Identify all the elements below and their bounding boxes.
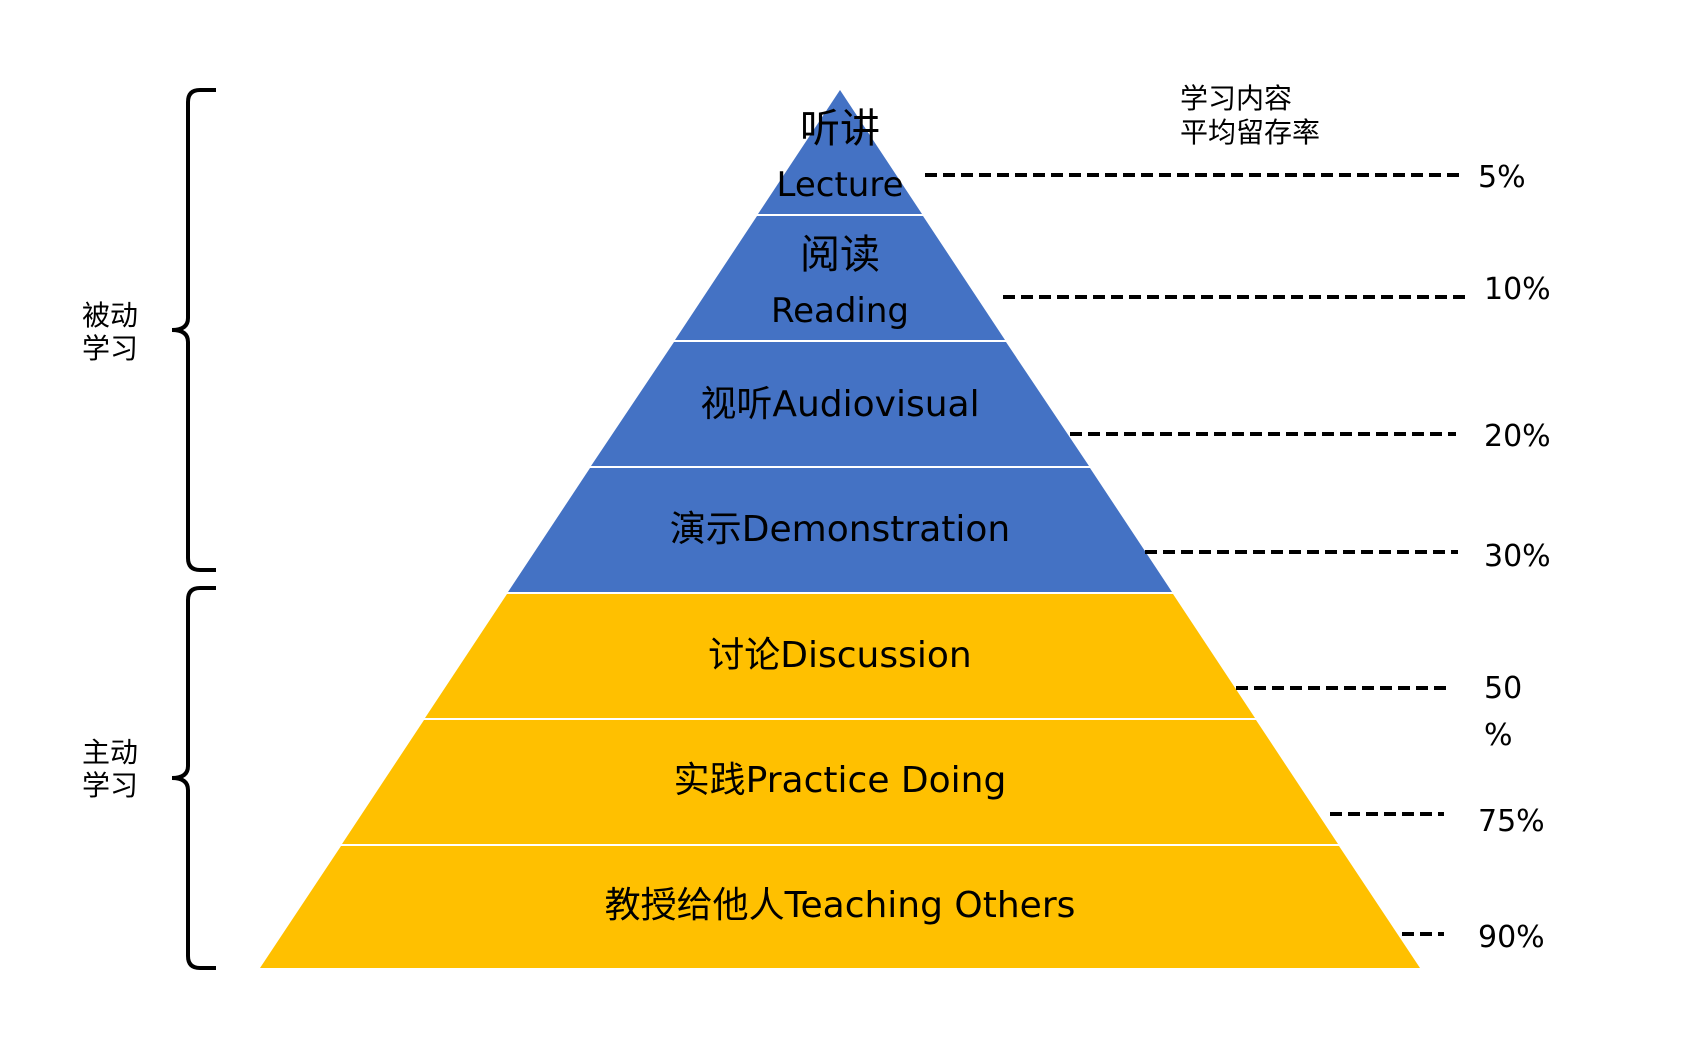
group-active-line1: 主动 bbox=[82, 736, 138, 769]
layer-reading-en: Reading bbox=[771, 291, 909, 331]
layer-reading-zh: 阅读 bbox=[800, 232, 880, 278]
rate-demonstration: 30% bbox=[1484, 539, 1551, 574]
layer-demonstration-label: 演示Demonstration bbox=[670, 509, 1010, 550]
brace-passive bbox=[171, 88, 216, 572]
layer-audiovisual-label: 视听Audiovisual bbox=[700, 384, 979, 425]
rate-lecture: 5% bbox=[1478, 160, 1526, 195]
group-passive-line1: 被动 bbox=[82, 299, 138, 332]
rate-discussion-value: 50 bbox=[1484, 671, 1522, 706]
rate-audiovisual: 20% bbox=[1484, 419, 1551, 454]
header-title-line2: 平均留存率 bbox=[1180, 116, 1320, 149]
header-title-line1: 学习内容 bbox=[1180, 82, 1292, 115]
layer-lecture-en: Lecture bbox=[777, 165, 904, 205]
rate-discussion-percent: % bbox=[1484, 718, 1513, 753]
layer-audiovisual bbox=[591, 342, 1089, 466]
rate-teaching: 90% bbox=[1478, 920, 1545, 955]
rate-practice: 75% bbox=[1478, 804, 1545, 839]
layer-practice-label: 实践Practice Doing bbox=[674, 760, 1007, 801]
layer-practice bbox=[342, 720, 1338, 844]
layer-discussion bbox=[425, 594, 1255, 718]
group-active-line2: 学习 bbox=[82, 769, 138, 802]
layer-discussion-label: 讨论Discussion bbox=[708, 635, 971, 676]
group-passive-line2: 学习 bbox=[82, 332, 138, 365]
layer-lecture-zh: 听讲 bbox=[800, 106, 880, 152]
rate-reading: 10% bbox=[1484, 272, 1551, 307]
layer-lecture bbox=[758, 90, 922, 214]
layer-demonstration bbox=[508, 468, 1172, 592]
brace-active bbox=[171, 586, 216, 970]
layer-teaching bbox=[260, 846, 1420, 968]
layer-teaching-label: 教授给他人Teaching Others bbox=[605, 885, 1076, 926]
layer-reading bbox=[675, 216, 1005, 340]
